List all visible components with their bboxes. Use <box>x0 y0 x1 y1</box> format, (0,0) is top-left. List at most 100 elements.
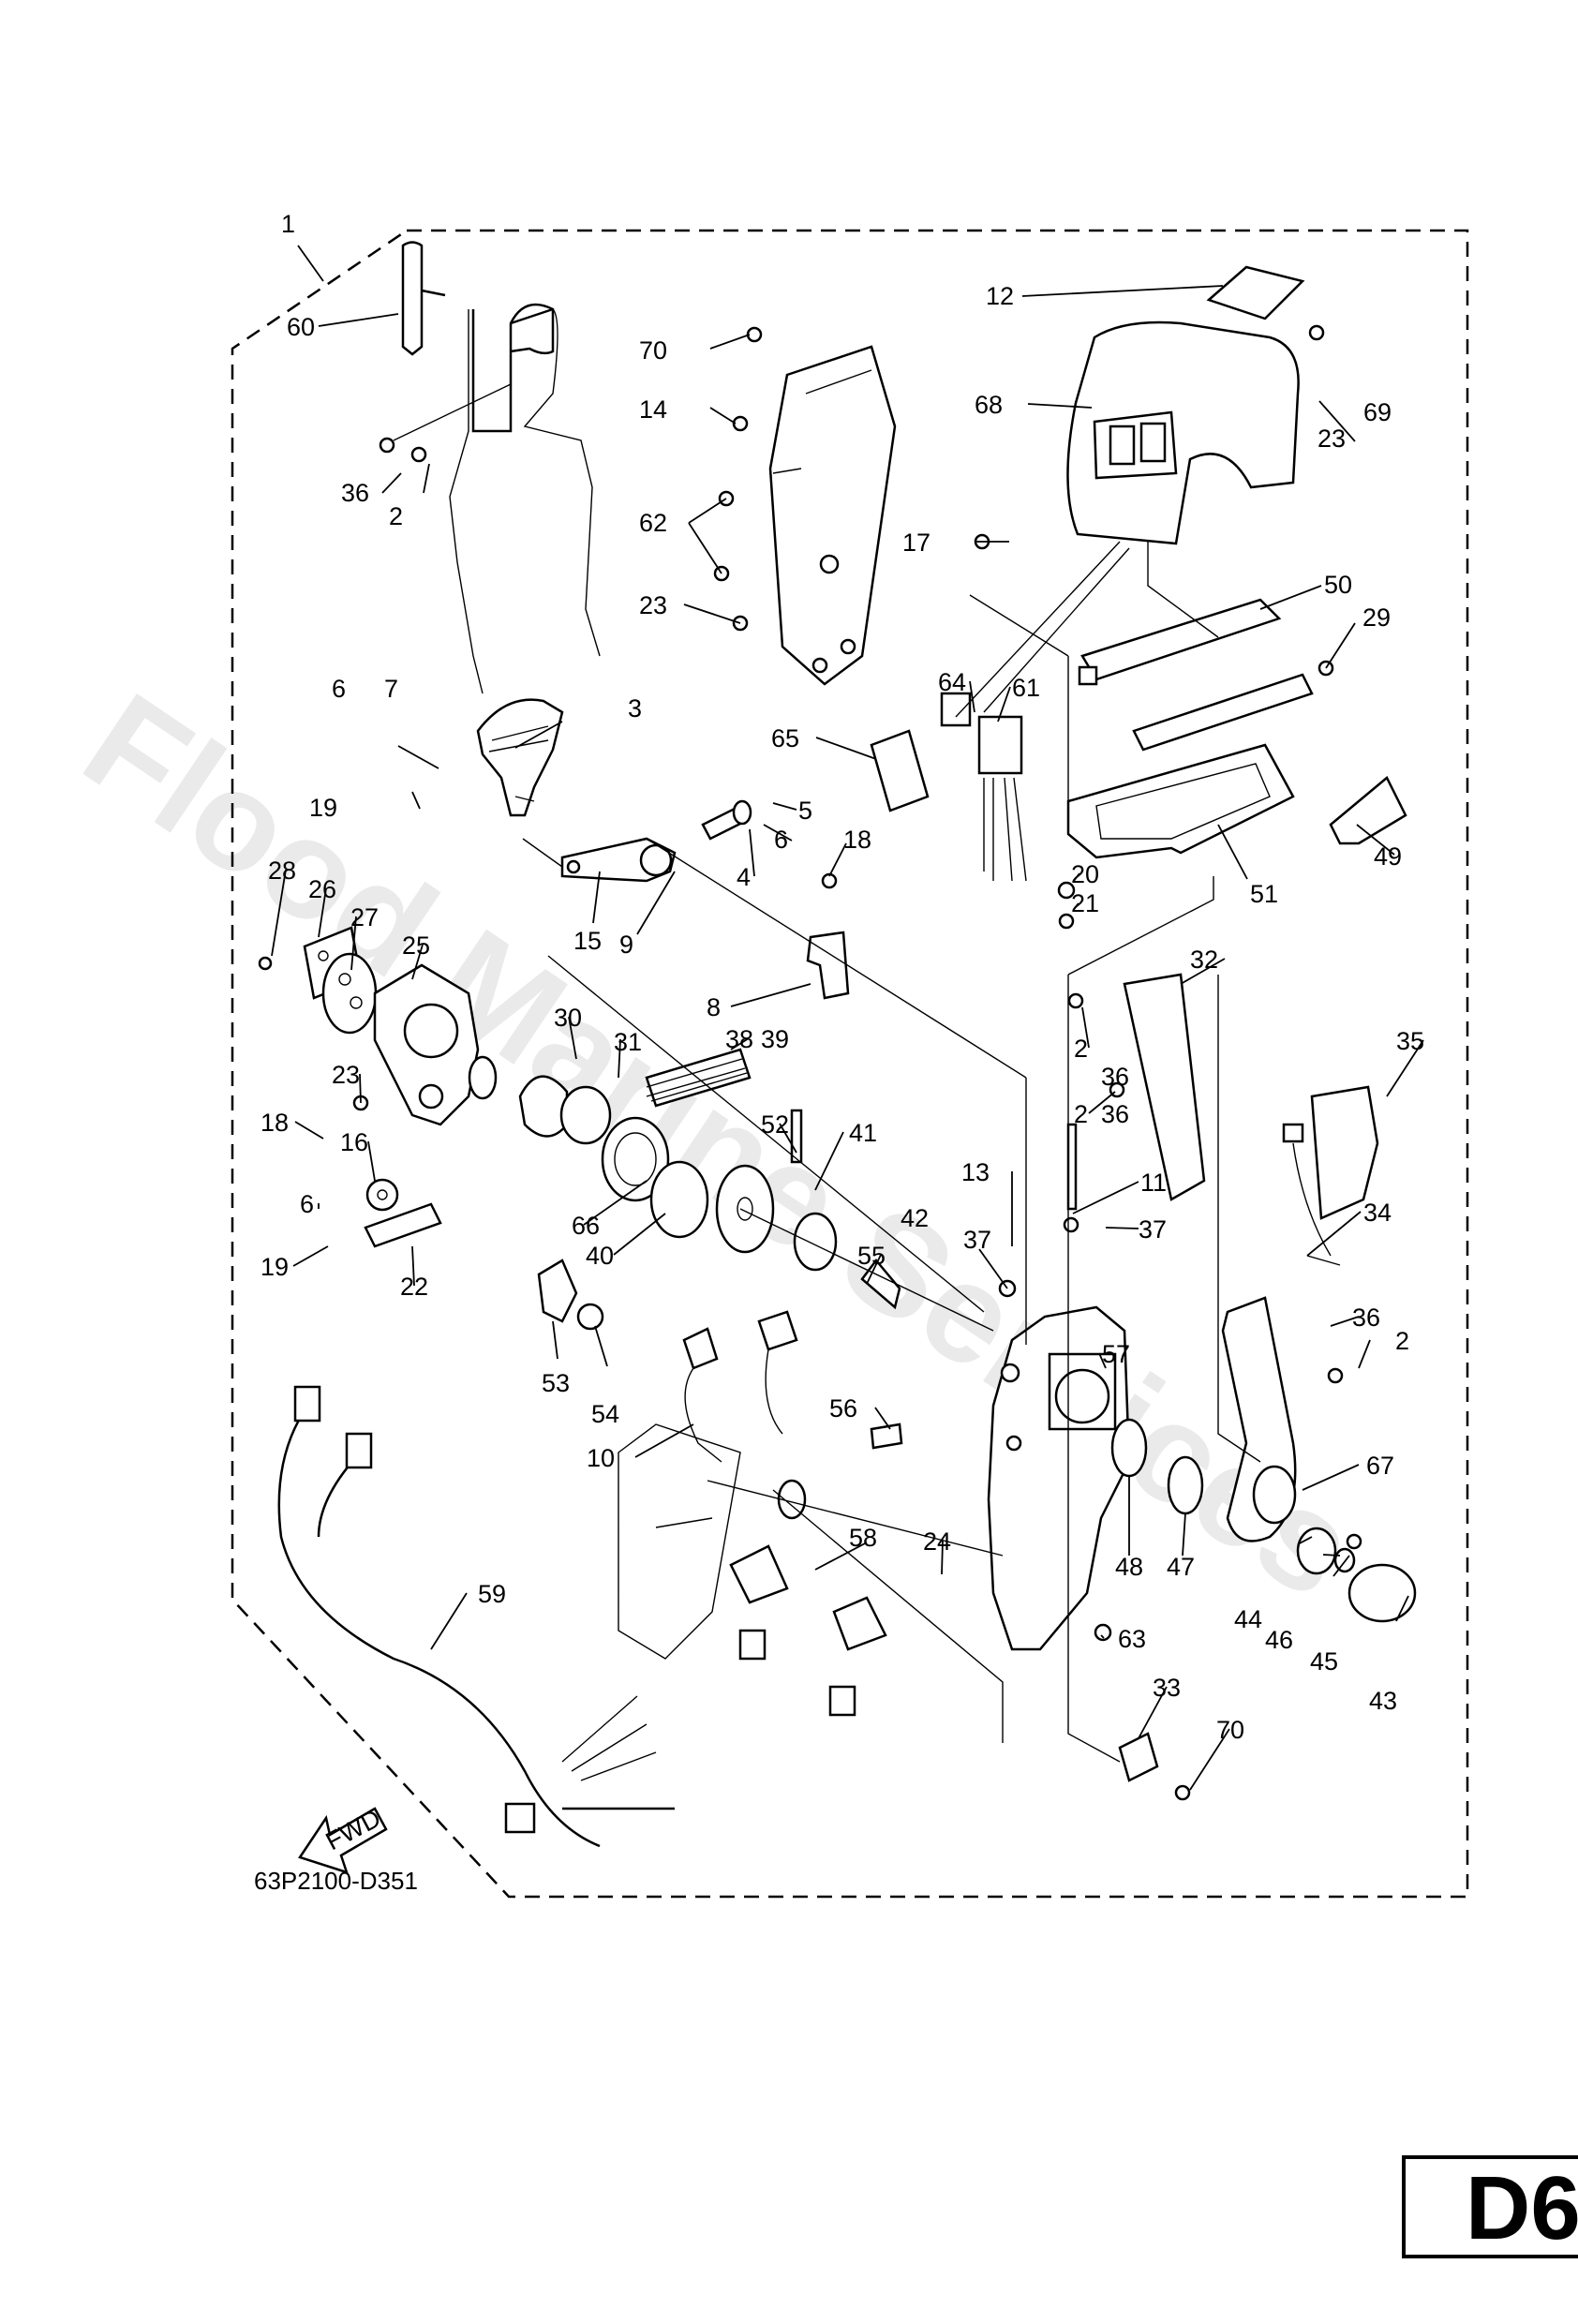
fwd-arrow-icon: FWD <box>298 1804 388 1874</box>
callout-label: 18 <box>261 1109 289 1137</box>
guide-lines <box>393 383 1261 1763</box>
callout-label: 66 <box>572 1212 600 1240</box>
callout-label: 64 <box>938 668 966 696</box>
callout-label: 41 <box>849 1119 877 1147</box>
callout-label: 15 <box>573 927 602 955</box>
callout-label: 20 <box>1071 860 1099 888</box>
callout-label: 31 <box>614 1028 642 1056</box>
callout-label: 52 <box>761 1110 789 1139</box>
callout-label: 2 <box>389 502 403 530</box>
callout-label: 60 <box>287 313 315 341</box>
callout-label: 25 <box>402 931 430 960</box>
callout-label: 68 <box>975 391 1003 419</box>
shaft-part <box>701 799 752 841</box>
callout-label: 51 <box>1250 880 1278 908</box>
callout-label: 12 <box>986 282 1014 310</box>
gasket-part <box>1066 743 1295 859</box>
callout-label: 21 <box>1071 889 1099 917</box>
callout-label: 28 <box>268 857 296 885</box>
callout-label: 23 <box>1317 425 1346 453</box>
callout-label: 36 <box>1101 1063 1129 1091</box>
callout-label: 58 <box>849 1524 877 1552</box>
callout-label: 11 <box>1140 1169 1167 1197</box>
plate-parts <box>303 926 378 1035</box>
callout-label: 56 <box>829 1394 857 1423</box>
callout-label: 36 <box>1101 1100 1129 1128</box>
callout-label: 61 <box>1012 674 1040 702</box>
callout-label: 34 <box>1363 1199 1392 1227</box>
callout-label: 14 <box>639 395 667 424</box>
callout-label: 32 <box>1190 946 1218 974</box>
plate-part-22 <box>364 1178 442 1248</box>
callout-label: 65 <box>771 724 799 752</box>
callout-label: 35 <box>1396 1027 1424 1055</box>
ring-parts <box>1110 1418 1417 1623</box>
callout-label: 2 <box>1395 1327 1409 1355</box>
callout-label: 26 <box>308 875 336 903</box>
connector-parts <box>682 1310 903 1717</box>
callout-label: 57 <box>1102 1340 1130 1368</box>
callout-label: 63 <box>1118 1625 1146 1653</box>
callout-label: 6 <box>332 675 346 703</box>
callout-label: 10 <box>587 1444 615 1472</box>
callout-label: 36 <box>1352 1304 1380 1332</box>
callout-label: 45 <box>1310 1647 1338 1676</box>
callout-label: 50 <box>1324 571 1352 599</box>
callout-label: 17 <box>902 529 930 557</box>
callout-label: 70 <box>639 336 667 365</box>
lever-bracket-part <box>476 698 564 817</box>
callout-label: 55 <box>857 1242 886 1270</box>
callout-label: 7 <box>384 675 398 703</box>
clip-part-33 <box>1118 1732 1159 1782</box>
switch-part-53 <box>537 1259 604 1331</box>
assembly-boundary <box>231 229 1469 1899</box>
callout-label: 27 <box>350 903 379 931</box>
callout-label: 70 <box>1216 1716 1244 1744</box>
callout-label: 67 <box>1366 1452 1394 1480</box>
callout-label: 2 <box>1074 1100 1088 1128</box>
callout-label: 33 <box>1153 1674 1181 1702</box>
diagram-code: 63P2100-D351 <box>254 1867 418 1895</box>
control-box-part <box>987 1305 1131 1651</box>
callout-label: 19 <box>309 794 337 822</box>
callout-label: 22 <box>400 1273 428 1301</box>
callout-label: 3 <box>628 694 642 723</box>
top-cover-part <box>1066 265 1305 545</box>
callout-label: 48 <box>1115 1553 1143 1581</box>
callout-label: 69 <box>1363 398 1392 426</box>
callout-label: 38 <box>725 1025 753 1053</box>
seal-parts <box>518 1075 775 1254</box>
callout-label: 40 <box>586 1242 614 1270</box>
callout-label: 62 <box>639 509 667 537</box>
callout-label: 36 <box>341 479 369 507</box>
callout-label: 13 <box>961 1158 990 1186</box>
leader-lines <box>271 245 1424 1791</box>
callout-label: 37 <box>963 1226 991 1254</box>
callout-label: 30 <box>554 1004 582 1032</box>
page-number: D6 <box>1466 2158 1578 2258</box>
callout-label: 43 <box>1369 1687 1397 1715</box>
callout-label: 8 <box>707 993 721 1021</box>
callout-label: 42 <box>901 1204 929 1232</box>
callout-label: 24 <box>923 1527 951 1556</box>
callout-label: 39 <box>761 1025 789 1053</box>
callout-label: 4 <box>737 863 751 891</box>
callout-label: 6 <box>300 1190 314 1218</box>
side-plate-part <box>373 963 498 1126</box>
callout-label: 37 <box>1139 1215 1167 1244</box>
bracket-part-8 <box>806 931 850 1000</box>
callout-label: 29 <box>1362 603 1391 632</box>
lower-body-part <box>618 1423 741 1660</box>
lever-arm-part <box>1221 1296 1297 1542</box>
callout-label: 16 <box>340 1128 368 1156</box>
bracket-part-50 <box>1078 598 1314 752</box>
wire-harness-part <box>277 1385 675 1848</box>
callout-label: 54 <box>591 1400 619 1428</box>
callout-label: 1 <box>281 210 295 238</box>
callout-label: 6 <box>774 826 788 854</box>
shift-lever-part <box>1066 973 1379 1266</box>
callout-label: 9 <box>619 931 633 959</box>
callout-label: 23 <box>639 591 667 619</box>
switch-parts <box>870 692 1027 882</box>
